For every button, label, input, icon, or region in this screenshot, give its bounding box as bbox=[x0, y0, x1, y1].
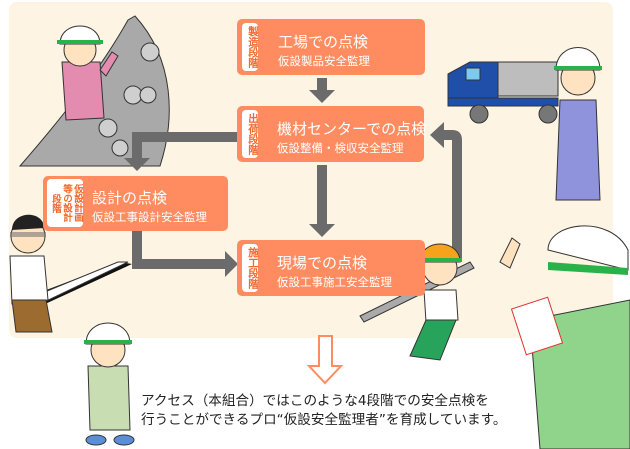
arrow-shapes bbox=[124, 78, 462, 277]
arrow-center-to-site bbox=[317, 165, 327, 225]
worker-with-truck-illustration bbox=[447, 47, 602, 201]
arrow-site-to-center bbox=[442, 130, 462, 262]
designer-illustration bbox=[9, 214, 132, 333]
stage-box-construction: 施工段階 現場での点検 仮設工事施工安全監理 bbox=[237, 240, 425, 296]
worker-standing-illustration bbox=[84, 322, 135, 446]
badge-line: 等の設計 bbox=[61, 184, 72, 222]
badge-line: 計画 bbox=[72, 203, 83, 222]
stage-box-manufacturing: 製造段階 工場での点検 仮設製品安全監理 bbox=[237, 19, 425, 75]
arrowhead-factory-to-center bbox=[309, 90, 335, 103]
arrow-design-to-site-h bbox=[132, 259, 227, 269]
stage-badge: 出荷段階 bbox=[242, 110, 259, 158]
arrow-center-to-design-v bbox=[132, 132, 142, 160]
stage-badge: 施工段階 bbox=[242, 244, 259, 292]
arrowhead-center-to-design bbox=[124, 158, 150, 171]
stage-badge: 製造段階 bbox=[242, 23, 259, 71]
stage-title: 現場での点検 bbox=[277, 254, 368, 272]
down-arrow-outline-icon bbox=[306, 335, 344, 385]
arrowhead-center-to-site bbox=[309, 224, 335, 237]
arrow-factory-to-center bbox=[317, 78, 327, 92]
caption-line-1: アクセス（本組合）ではこのような4段階での安全点検を bbox=[141, 393, 489, 409]
inspector-illustration bbox=[499, 225, 630, 449]
stage-badge: 仮設計画等の設計段階 bbox=[47, 179, 83, 227]
caption-line-2: 行うことができるプロ“仮設安全監理者”を育成しています。 bbox=[141, 412, 507, 428]
arrowhead-design-to-site bbox=[225, 251, 238, 277]
worker-with-clamps-illustration bbox=[18, 15, 170, 167]
arrow-design-to-site-v bbox=[132, 226, 142, 266]
stage-box-design: 仮設計画等の設計段階 設計の点検 仮設工事設計安全監理 bbox=[43, 176, 228, 231]
stage-subtitle: 仮設製品安全監理 bbox=[278, 54, 370, 68]
badge-line: 仮設 bbox=[72, 184, 83, 203]
stage-title: 設計の点検 bbox=[92, 189, 168, 207]
stage-title: 機材センターでの点検 bbox=[277, 120, 427, 138]
arrowhead-site-to-center bbox=[430, 122, 444, 148]
badge-line: 段階 bbox=[50, 193, 61, 213]
stage-subtitle: 仮設整備・検収安全監理 bbox=[277, 141, 404, 155]
stage-title: 工場での点検 bbox=[278, 33, 369, 51]
stage-subtitle: 仮設工事施工安全監理 bbox=[277, 275, 392, 289]
stage-box-shipping: 出荷段階 機材センターでの点検 仮設整備・検収安全監理 bbox=[237, 106, 427, 162]
arrow-center-to-design-h bbox=[140, 132, 238, 142]
caption: アクセス（本組合）ではこのような4段階での安全点検を 行うことができるプロ“仮設… bbox=[141, 392, 506, 430]
stage-subtitle: 仮設工事設計安全監理 bbox=[92, 210, 207, 224]
